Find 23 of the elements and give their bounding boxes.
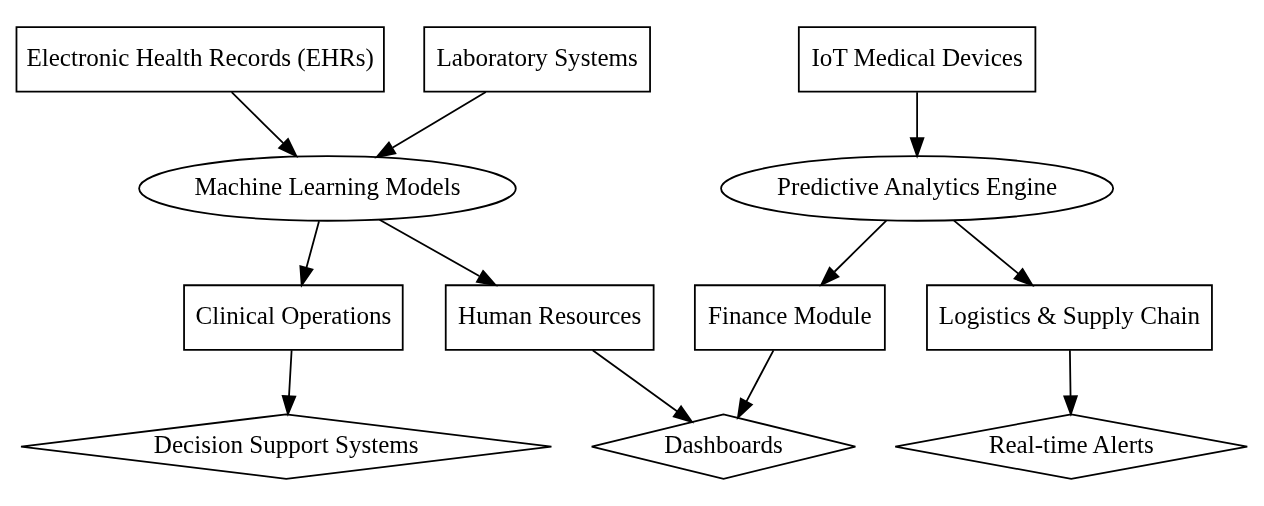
arrow — [819, 219, 888, 287]
arrow — [281, 349, 297, 417]
node-diamond: Real-time Alerts — [894, 413, 1249, 480]
arrow — [299, 220, 320, 288]
arrow — [591, 349, 695, 424]
node-diamond: Decision Support Systems — [20, 413, 553, 480]
node-box: Clinical Operations — [183, 284, 404, 351]
node-box: Finance Module — [693, 284, 886, 351]
node-ellipse: Machine Learning Models — [138, 155, 517, 222]
arrow — [230, 91, 299, 158]
node-box: IoT Medical Devices — [797, 26, 1037, 93]
arrow — [1063, 349, 1079, 417]
arrow — [909, 91, 925, 159]
arrow — [736, 349, 775, 420]
node-box: Logistics & Supply Chain — [926, 284, 1213, 351]
node-box: Laboratory Systems — [423, 26, 651, 93]
arrow — [378, 218, 498, 287]
node-box: Electronic Health Records (EHRs) — [15, 26, 385, 93]
node-box: Human Resources — [444, 284, 655, 351]
node-diamond: Dashboards — [590, 413, 857, 480]
node-ellipse: Predictive Analytics Engine — [720, 155, 1115, 222]
arrow — [374, 91, 487, 159]
arrow — [953, 219, 1035, 287]
